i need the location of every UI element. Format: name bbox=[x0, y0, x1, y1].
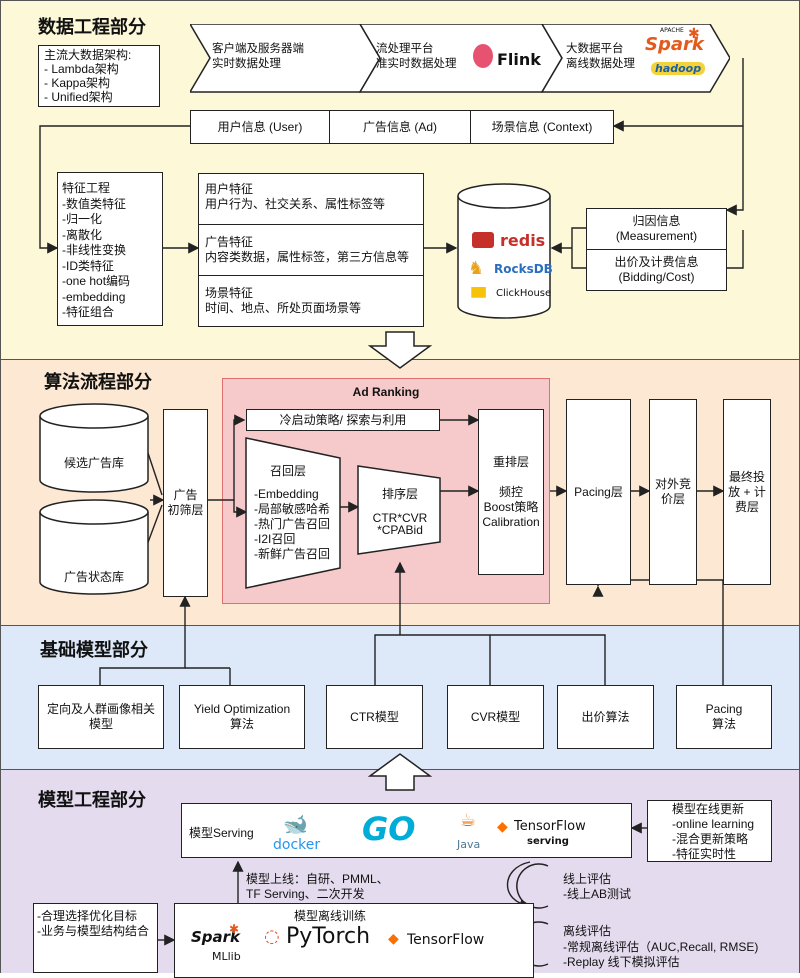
rocksdb-logo-icon: ♞ bbox=[468, 258, 485, 279]
tensorflow-serving-icon: ◆ bbox=[497, 819, 508, 835]
info-row-context: 场景信息 (Context) bbox=[470, 110, 614, 144]
feature-engineering-box: 特征工程 -数值类特征 -归一化 -离散化 -非线性变换 -ID类特征 -one… bbox=[57, 172, 163, 326]
mllib-text: MLlib bbox=[212, 950, 241, 963]
ctr-model-box: CTR模型 bbox=[326, 685, 423, 749]
spark-mllib-text: Spark bbox=[191, 928, 241, 946]
redis-logo-icon bbox=[472, 232, 494, 248]
user-feature-box: 用户特征 用户行为、社交关系、属性标签等 bbox=[198, 173, 424, 225]
tensorflow-train-text: TensorFlow bbox=[407, 932, 485, 948]
recall-layer-title: 召回层 bbox=[270, 464, 307, 478]
info-row-ad: 广告信息 (Ad) bbox=[329, 110, 471, 144]
tensorflow-train-icon: ◆ bbox=[388, 931, 399, 947]
online-eval-label: 线上评估 -线上AB测试 bbox=[563, 872, 632, 901]
flink-logo-icon bbox=[473, 44, 493, 68]
ad-state-db: 广告状态库 bbox=[63, 570, 124, 584]
context-feature-box: 场景特征 时间、地点、所处页面场景等 bbox=[198, 275, 424, 327]
pacing-layer: Pacing层 bbox=[566, 399, 631, 585]
rank-layer: 排序层 CTR*CVR *CPABid bbox=[372, 487, 428, 537]
cvr-model-box: CVR模型 bbox=[447, 685, 544, 749]
spark-star-icon: ✱ bbox=[688, 26, 700, 42]
pacing-algorithm-box: Pacing 算法 bbox=[676, 685, 772, 749]
ad-feature-box: 广告特征 内容类数据，属性标签，第三方信息等 bbox=[198, 224, 424, 276]
recall-layer-items: -Embedding -局部敏感哈希 -热门广告召回 -I2I召回 -新鲜广告召… bbox=[254, 487, 330, 561]
big-data-architecture-box: 主流大数据架构: - Lambda架构 - Kappa架构 - Unified架… bbox=[38, 45, 160, 107]
tensorflow-serving-text: TensorFlow bbox=[514, 819, 586, 834]
redis-logo-text: redis bbox=[500, 231, 546, 250]
offline-eval-label: 离线评估 -常规离线评估（AUC,Recall, RMSE) -Replay 线… bbox=[563, 924, 759, 969]
external-bid-layer: 对外竞 价层 bbox=[649, 399, 697, 585]
java-logo-text: Java bbox=[457, 838, 481, 851]
model-serving-box bbox=[181, 803, 632, 858]
section-title-data-engineering: 数据工程部分 bbox=[38, 17, 146, 38]
pytorch-logo-text: PyTorch bbox=[286, 924, 371, 949]
optimization-goal-box: -合理选择优化目标 -业务与模型结构结合 bbox=[33, 903, 158, 973]
final-delivery-layer: 最终投 放 + 计 费层 bbox=[723, 399, 771, 585]
flink-logo-text: Flink bbox=[497, 50, 541, 69]
docker-logo-text: docker bbox=[273, 837, 321, 853]
online-update-box: 模型在线更新 -online learning -混合更新策略 -特征实时性 bbox=[647, 800, 772, 862]
ad-ranking-title: Ad Ranking bbox=[352, 385, 420, 399]
go-logo-text: GO bbox=[362, 810, 416, 848]
java-cup-icon: ☕ bbox=[460, 810, 477, 831]
clickhouse-logo-text: ClickHouse bbox=[496, 288, 552, 299]
spark-apache-text: APACHE bbox=[660, 27, 684, 34]
clickhouse-logo-icon: ▮▮▮ bbox=[470, 284, 487, 300]
bidding-box: 出价及计费信息 (Bidding/Cost) bbox=[586, 249, 727, 291]
section-title-base-model: 基础模型部分 bbox=[40, 640, 148, 661]
tensorflow-serving-sub: serving bbox=[527, 836, 569, 847]
pipeline-realtime: 客户端及服务器端 实时数据处理 bbox=[212, 43, 304, 70]
yield-optimization-box: Yield Optimization 算法 bbox=[179, 685, 305, 749]
rocksdb-logo-text: RocksDB bbox=[494, 262, 553, 276]
spark-mllib-star-icon: ✱ bbox=[229, 922, 240, 936]
pipeline-streaming: 流处理平台 准实时数据处理 bbox=[376, 43, 457, 70]
model-serving-label: 模型Serving bbox=[189, 826, 254, 840]
spark-logo-text: Spark bbox=[645, 34, 704, 55]
info-row-user: 用户信息 (User) bbox=[190, 110, 330, 144]
cold-start-box: 冷启动策略/ 探索与利用 bbox=[246, 409, 440, 431]
docker-whale-icon: 🐋 bbox=[283, 812, 308, 836]
prefilter-layer: 广告 初筛层 bbox=[163, 409, 208, 597]
section-title-algorithm: 算法流程部分 bbox=[44, 372, 152, 393]
data-pipeline-chevrons bbox=[190, 24, 730, 93]
targeting-model-box: 定向及人群画像相关 模型 bbox=[38, 685, 164, 749]
pipeline-offline: 大数据平台 离线数据处理 bbox=[566, 43, 635, 70]
deploy-label: 模型上线：自研、PMML、 TF Serving、二次开发 bbox=[246, 872, 389, 901]
rerank-layer: 重排层 频控 Boost策略 Calibration bbox=[478, 409, 544, 575]
candidate-ad-db: 候选广告库 bbox=[63, 456, 124, 470]
pytorch-flame-icon: ◌ bbox=[264, 926, 280, 947]
attribution-box: 归因信息 (Measurement) bbox=[586, 208, 727, 250]
offline-training-title: 模型离线训练 bbox=[294, 909, 367, 923]
hadoop-logo-text: hadoop bbox=[651, 62, 706, 75]
section-title-model-engineering: 模型工程部分 bbox=[38, 790, 146, 811]
bid-algorithm-box: 出价算法 bbox=[557, 685, 654, 749]
